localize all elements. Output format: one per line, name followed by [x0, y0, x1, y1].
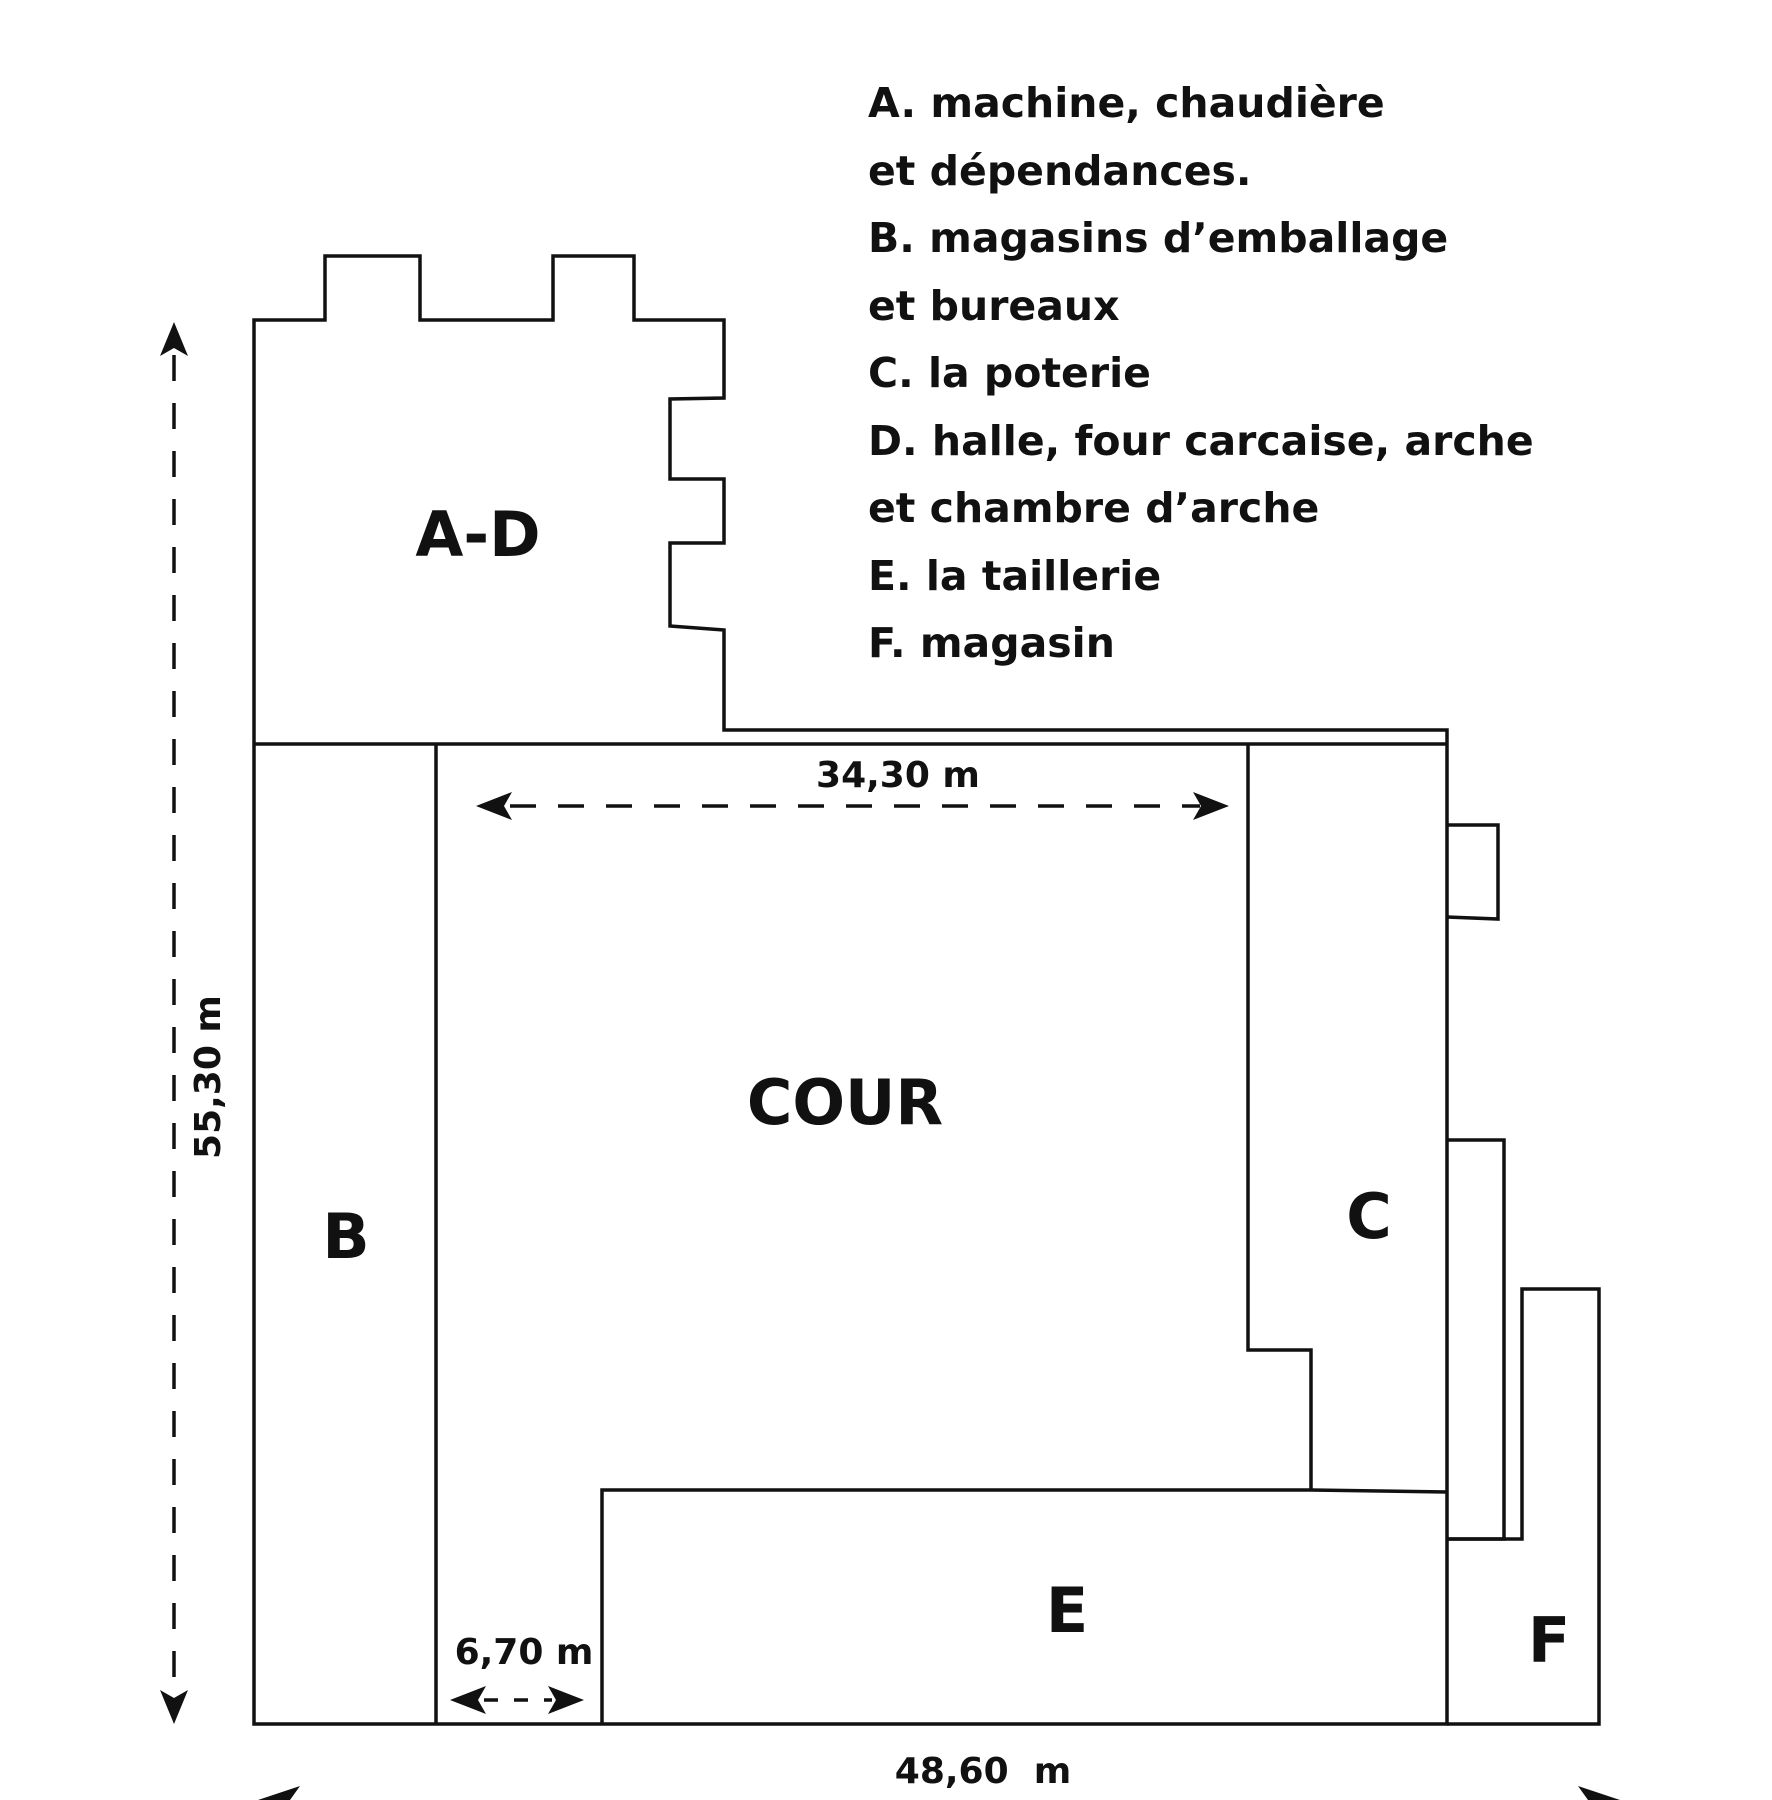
- room-label-f: F: [1528, 1604, 1570, 1677]
- dimension-label-courtyard-width: 34,30 m: [816, 755, 980, 796]
- annex-small: [1446, 823, 1500, 921]
- room-label-b: B: [322, 1200, 369, 1273]
- arrow-up-icon: [160, 322, 188, 356]
- legend-line: et dépendances.: [868, 146, 1252, 195]
- arrow-down-icon: [160, 1690, 188, 1724]
- legend-line: A. machine, chaudière: [868, 79, 1385, 127]
- building-c-wall: [1246, 744, 1313, 1490]
- dimension-label-total-width: 48,60 m: [895, 1751, 1071, 1792]
- dimension-label-height: 55,30 m: [188, 995, 229, 1159]
- building-f-outline: [1447, 1287, 1601, 1726]
- arrow-right-icon: [548, 1686, 584, 1714]
- arrow-left-icon: [476, 792, 512, 820]
- dimension-label-passage-width: 6,70 m: [455, 1632, 594, 1673]
- legend-line: D. halle, four carcaise, arche: [868, 416, 1534, 465]
- legend-line: F. magasin: [868, 619, 1115, 667]
- room-label-cour: COUR: [747, 1066, 943, 1139]
- legend-line: et chambre d’arche: [868, 484, 1320, 532]
- arrow-left-icon: [450, 1686, 486, 1714]
- legend-line: et bureaux: [868, 281, 1120, 330]
- legend: A. machine, chaudière et dépendances. B.…: [868, 70, 1534, 678]
- room-label-ad: A-D: [415, 498, 540, 571]
- building-c-bottom-wall: [1310, 1488, 1448, 1494]
- annex-tall: [1447, 1138, 1506, 1541]
- legend-line: C. la poterie: [868, 349, 1151, 397]
- building-ad-outline: [252, 254, 1449, 744]
- room-label-c: C: [1346, 1180, 1392, 1253]
- building-e-outline: [600, 1488, 1311, 1724]
- outer-wall: [252, 744, 1449, 1726]
- room-label-e: E: [1046, 1574, 1088, 1647]
- arrow-right-icon: [1578, 1786, 1620, 1800]
- legend-line: B. magasins d’emballage: [868, 214, 1449, 262]
- arrow-left-icon: [258, 1786, 300, 1800]
- arrow-right-icon: [1193, 792, 1229, 820]
- legend-line: E. la taillerie: [868, 551, 1162, 600]
